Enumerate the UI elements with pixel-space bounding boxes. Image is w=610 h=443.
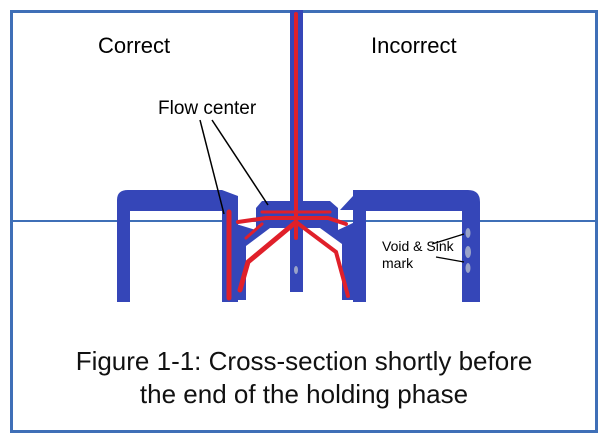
void-leaders (431, 233, 465, 263)
flow-center-leaders (199, 119, 269, 215)
correct-label: Correct (98, 33, 171, 58)
void-sink-label: Void & Sink mark (382, 238, 454, 271)
incorrect-label: Incorrect (371, 33, 457, 58)
flow-center-label: Flow center (158, 98, 257, 119)
flow-center-paths (226, 12, 350, 301)
correct-part (117, 190, 238, 302)
caption-line-2: the end of the holding phase (139, 379, 469, 409)
caption-line-1: Figure 1-1: Cross-section shortly before (75, 346, 533, 376)
figure-caption: Figure 1-1: Cross-section shortly before… (10, 345, 598, 411)
void-marks (294, 228, 471, 274)
